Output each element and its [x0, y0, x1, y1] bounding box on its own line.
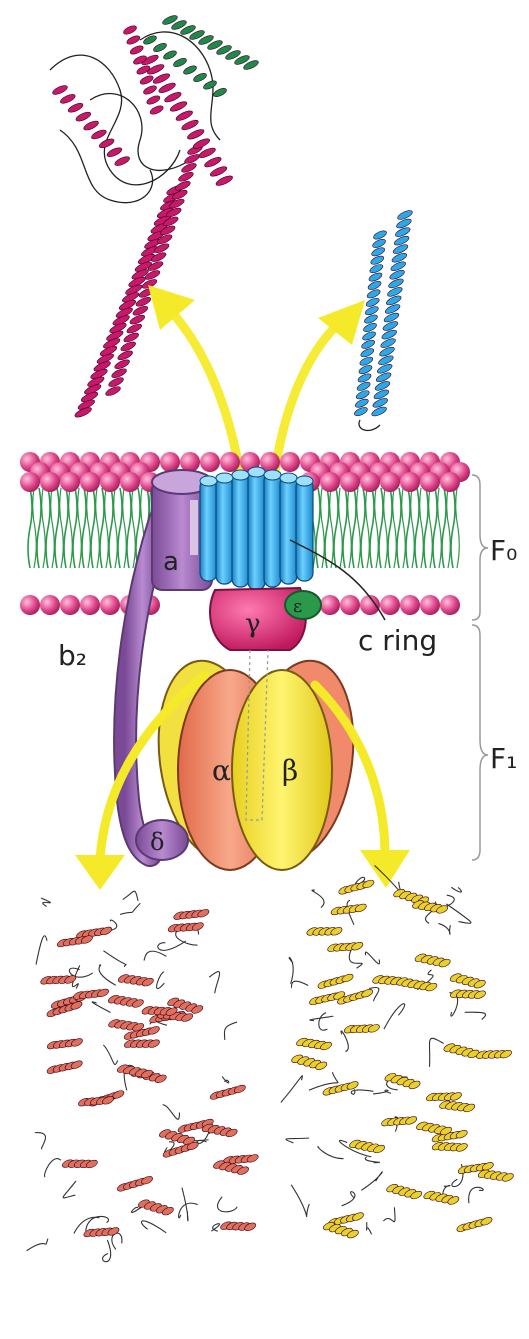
- brackets: [472, 475, 488, 860]
- alpha-subunit-structure: [27, 891, 260, 1262]
- c-ring: [200, 467, 313, 590]
- label-f1: F₁: [490, 742, 517, 775]
- label-gamma: γ: [245, 609, 261, 639]
- label-beta: β: [282, 754, 298, 787]
- label-f0: F₀: [490, 534, 517, 567]
- label-a: a: [163, 547, 179, 577]
- b-subunit-structure: [50, 14, 260, 419]
- c-subunit-structure: [353, 209, 413, 431]
- label-epsilon: ε: [293, 596, 302, 617]
- epsilon-subunit: [285, 591, 321, 619]
- label-c-ring: c ring: [358, 624, 437, 657]
- label-alpha: α: [212, 754, 231, 787]
- beta-subunit-structure: [281, 865, 515, 1239]
- label-delta: δ: [150, 828, 164, 856]
- label-b2: b₂: [58, 639, 87, 672]
